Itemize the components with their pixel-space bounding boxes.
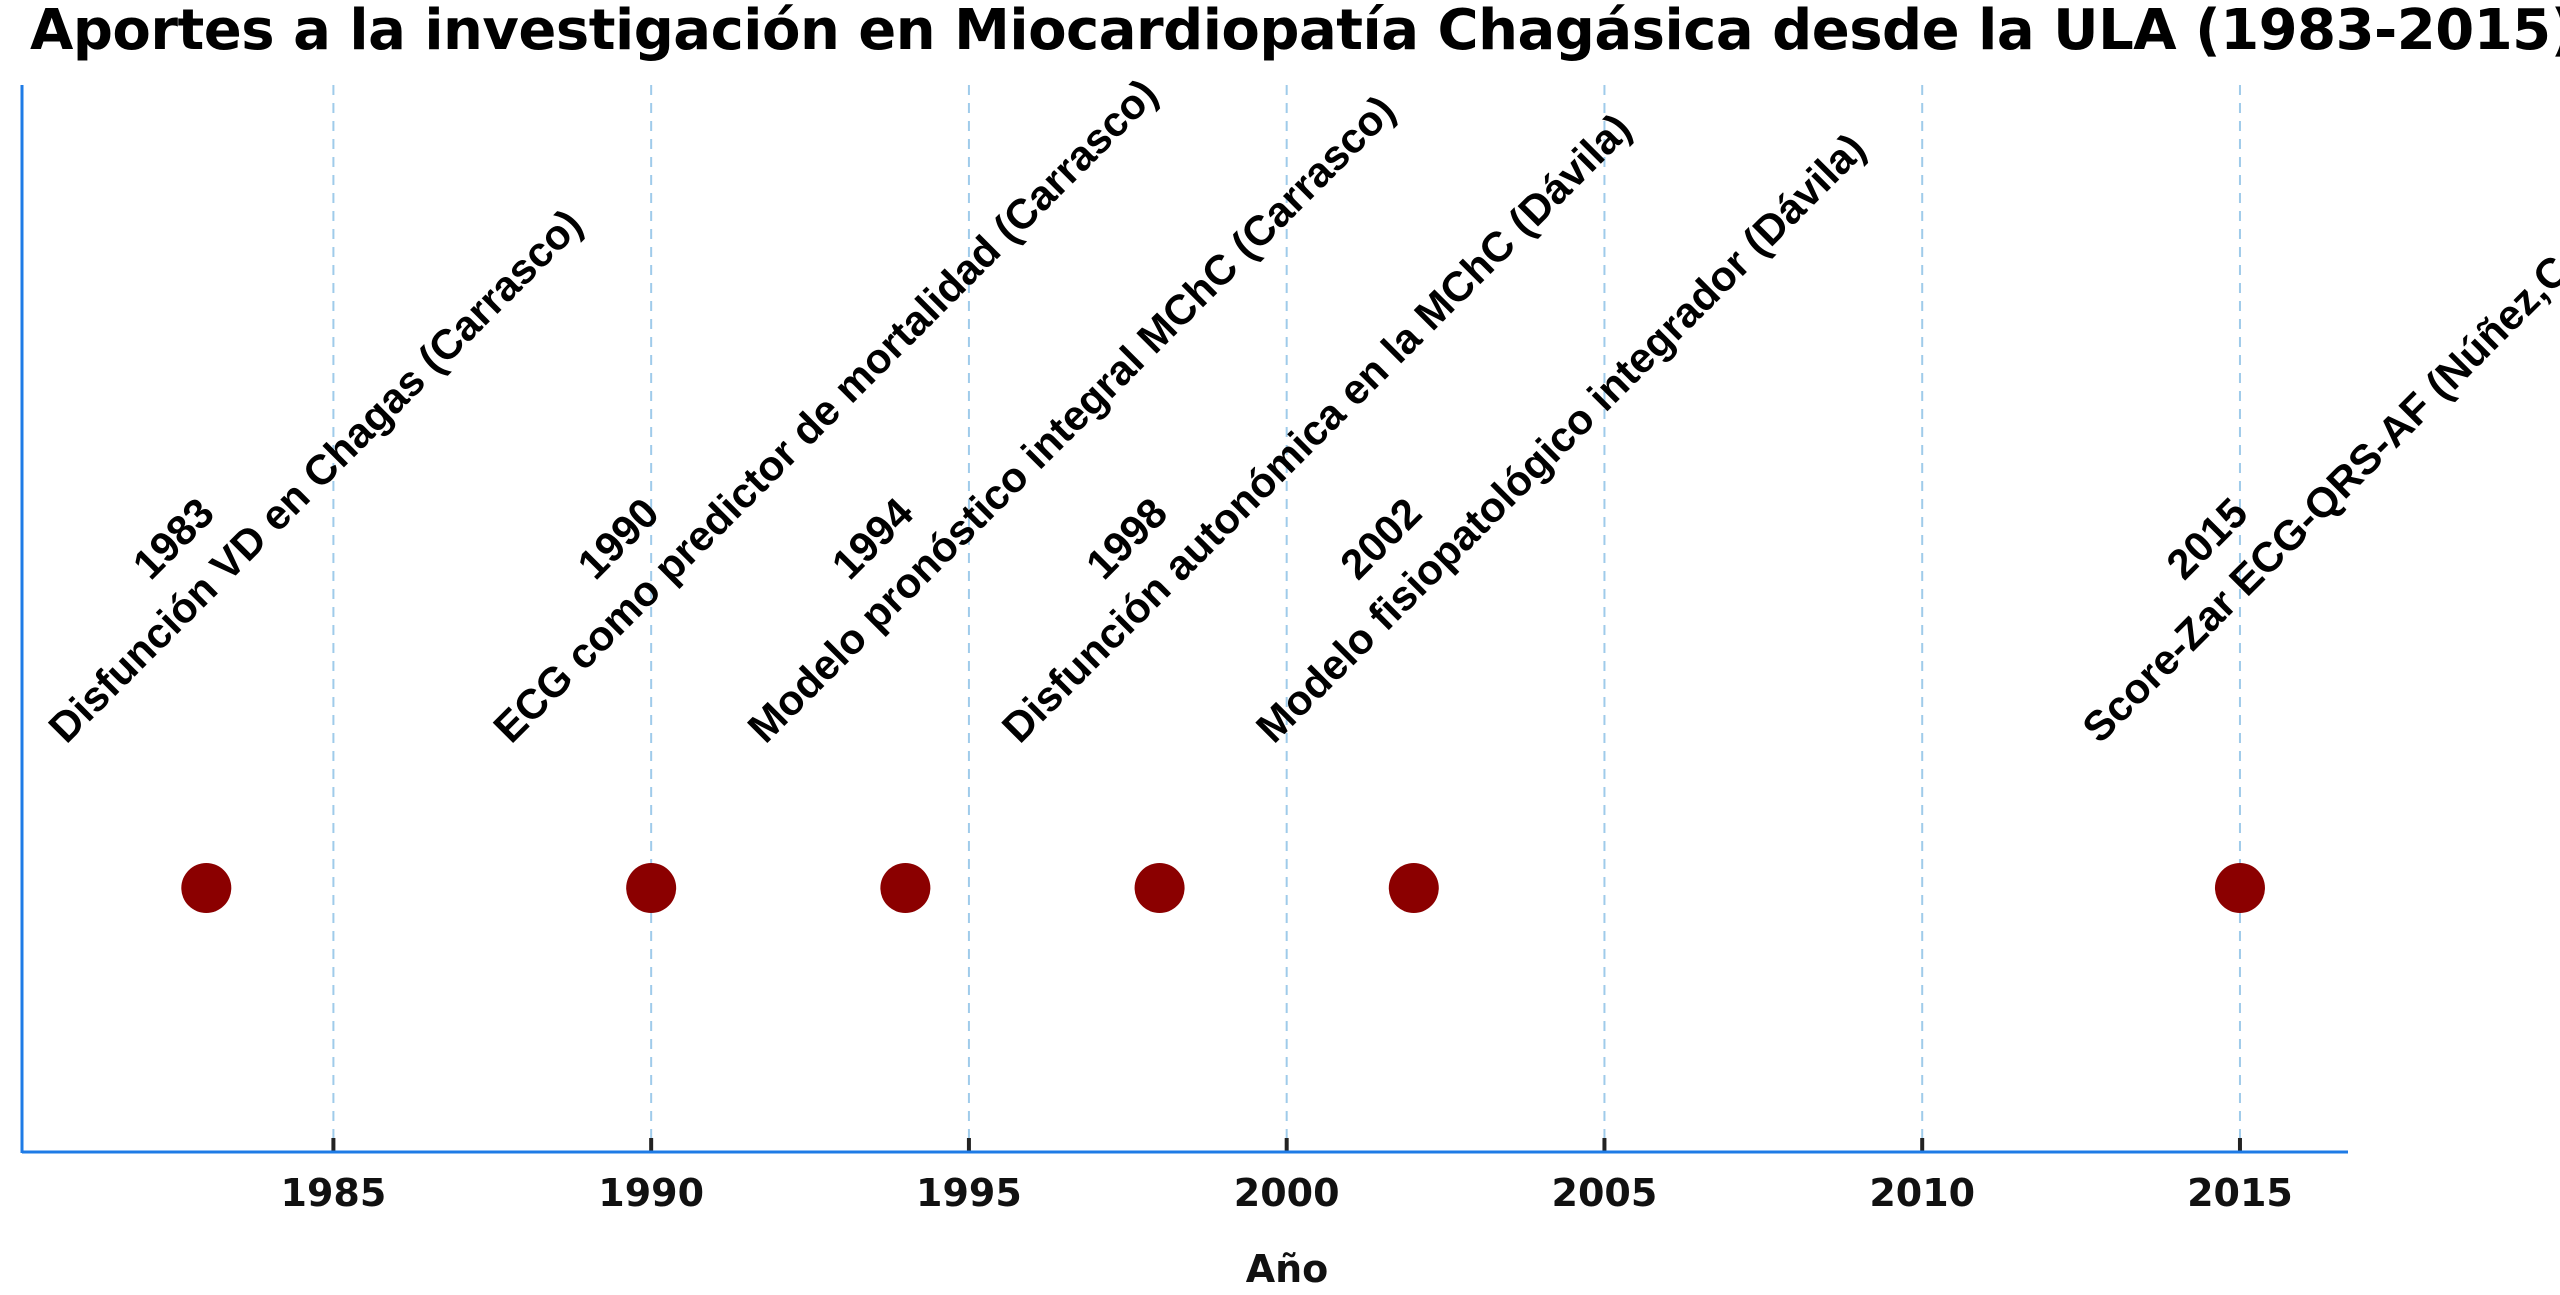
x-tick-label: 1995 xyxy=(916,1171,1022,1215)
data-point xyxy=(1388,863,1439,913)
x-tick-label: 2015 xyxy=(2187,1171,2293,1215)
data-point xyxy=(626,863,677,913)
data-point xyxy=(2214,863,2265,913)
x-tick-label: 2005 xyxy=(1552,1171,1658,1215)
chart-title: Aportes a la investigación en Miocardiop… xyxy=(30,0,2560,63)
x-tick-label: 2000 xyxy=(1234,1171,1340,1215)
annotation-text: Modelo fisiopatológico integrador (Dávil… xyxy=(1247,124,1874,751)
axis-layer: 1985 1990 1995 2000 2005 2010 2015 xyxy=(20,85,2348,1215)
data-point xyxy=(181,863,232,913)
data-point xyxy=(880,863,931,913)
data-point xyxy=(1134,863,1185,913)
x-tick-label: 1990 xyxy=(598,1171,704,1215)
x-axis-title: Año xyxy=(1246,1247,1329,1291)
grid-layer xyxy=(332,85,2241,1152)
annotation-text: Score-Zar ECG-QRS-AF (Núñez,Carrasco) xyxy=(2073,129,2560,751)
x-tick-label: 1985 xyxy=(281,1171,387,1215)
annotation-text: Disfunción VD en Chagas (Carrasco) xyxy=(39,200,590,751)
x-tick-label: 2010 xyxy=(1869,1171,1975,1215)
points-layer xyxy=(181,863,2265,913)
